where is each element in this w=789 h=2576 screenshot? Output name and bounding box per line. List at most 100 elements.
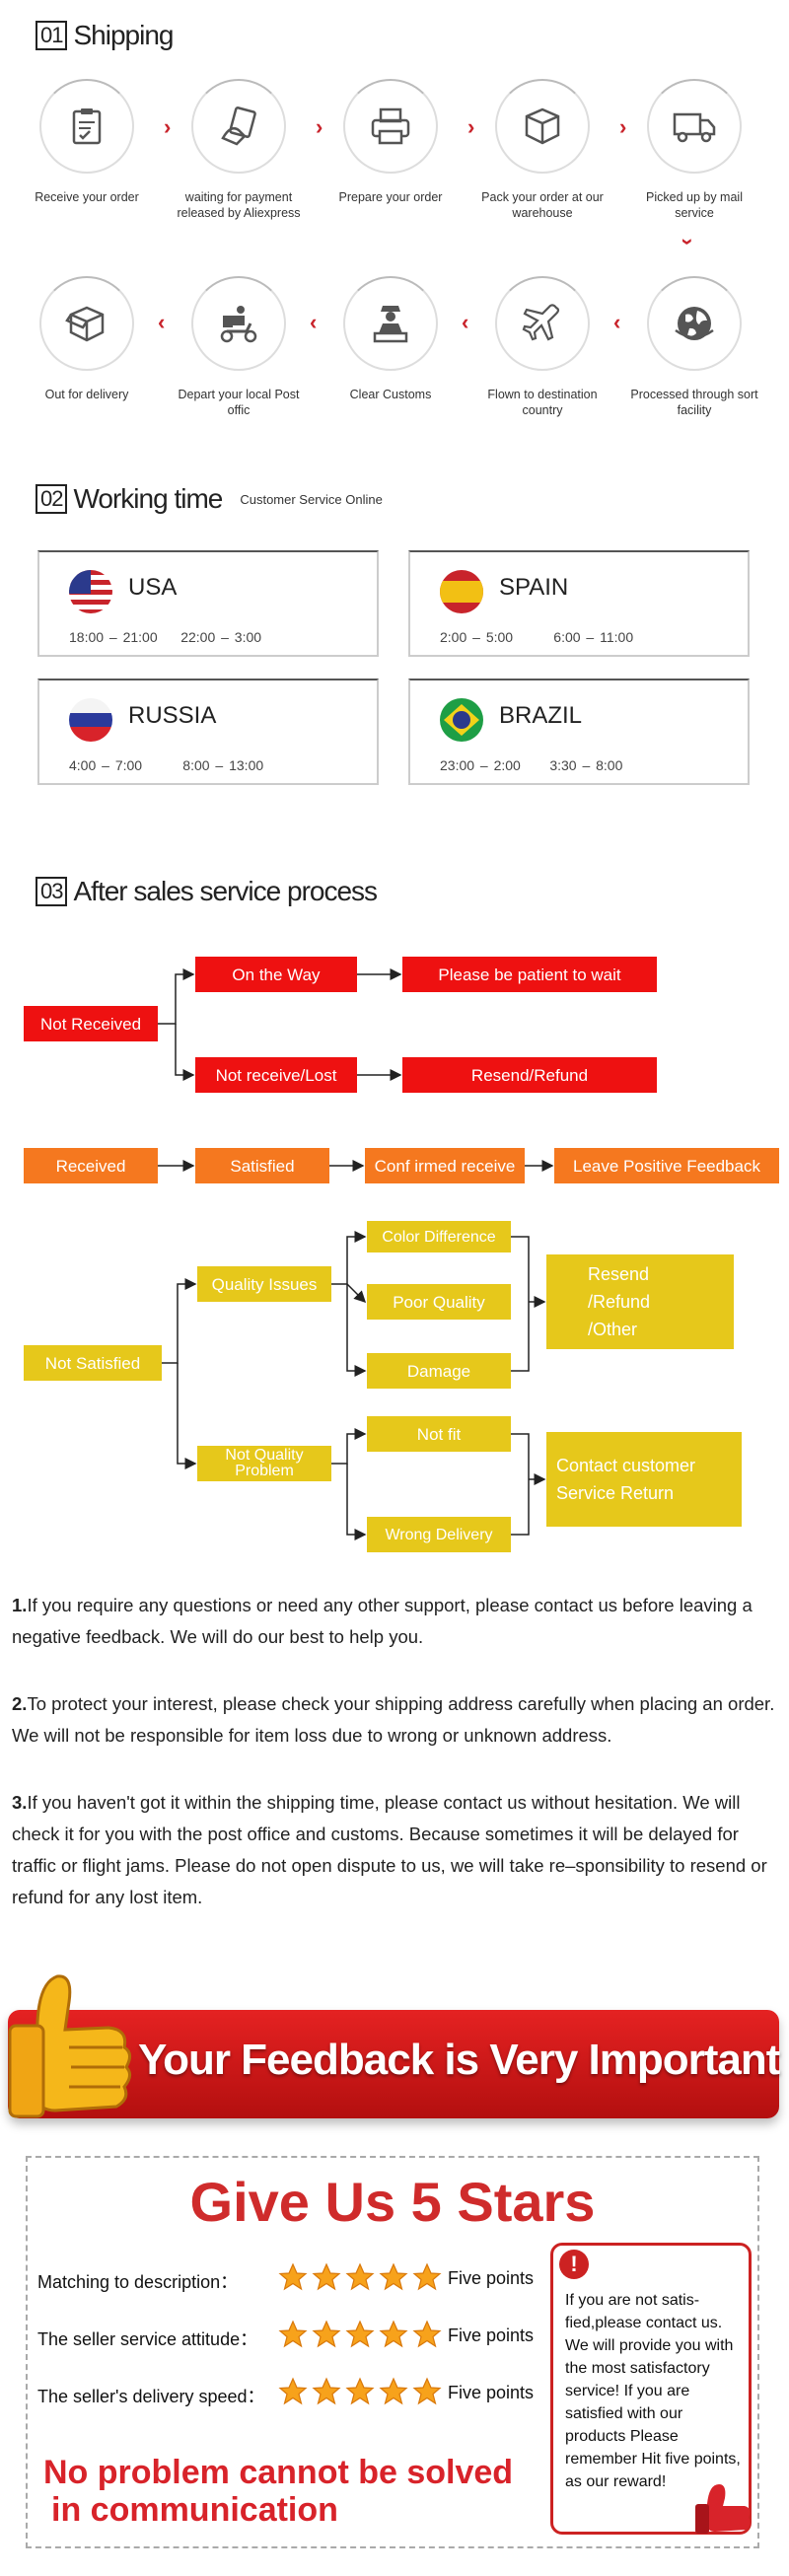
timezone-card-usa: USA 18:00 – 21:00 22:00 – 3:00: [37, 550, 379, 657]
step-out-for-delivery: Out for delivery: [18, 276, 156, 402]
chevron-left-icon: ‹: [613, 310, 621, 334]
step-label: Prepare your order: [338, 190, 443, 204]
flow-received: Received: [24, 1148, 158, 1183]
time-range: 23:00 – 2:00 3:30 – 8:00: [440, 757, 623, 773]
star-icon: [278, 2377, 308, 2405]
flow-not-receive-lost: Not receive/Lost: [195, 1057, 357, 1093]
customs-officer-icon: [373, 306, 408, 343]
step-circle: [647, 79, 742, 174]
chevron-right-icon: ›: [164, 114, 172, 139]
rating-label-service: The seller service attitude：: [37, 2329, 258, 2349]
star-icon: [345, 2320, 375, 2348]
shipping-section-title: 01 Shipping: [36, 20, 174, 51]
chevron-left-icon: ‹: [462, 310, 469, 334]
section-subtitle: Customer Service Online: [240, 491, 383, 507]
step-label: Picked up by mail service: [646, 190, 743, 220]
flow-resend-refund-other: Resend /Refund /Other: [546, 1254, 734, 1349]
step-picked-up: Picked up by mail service: [625, 79, 763, 221]
step-circle: [647, 276, 742, 371]
step-sort-facility: Processed through sort facility: [625, 276, 763, 418]
timezone-card-russia: RUSSIA 4:00 – 7:00 8:00 – 13:00: [37, 679, 379, 785]
star-icon: [412, 2262, 442, 2291]
package-icon: [525, 107, 560, 145]
chevron-right-icon: ›: [316, 114, 323, 139]
country-name: RUSSIA: [128, 702, 217, 729]
payment-hand-icon: [221, 107, 256, 146]
communication-slogan: No problem cannot be solved in communica…: [43, 2454, 514, 2529]
step-circle: [495, 276, 590, 371]
flow-damage: Damage: [367, 1353, 511, 1389]
timezone-card-spain: SPAIN 2:00 – 5:00 6:00 – 11:00: [408, 550, 750, 657]
chevron-right-icon: ›: [467, 114, 475, 139]
star-icon: [312, 2377, 341, 2405]
step-circle: [191, 276, 286, 371]
step-pack-order: Pack your order at our warehouse: [473, 79, 611, 221]
star-rating: [278, 2377, 442, 2406]
time-range: 2:00 – 5:00 6:00 – 11:00: [440, 629, 634, 645]
flowchart-connectors: [158, 968, 554, 1540]
flow-color-difference: Color Difference: [367, 1221, 511, 1252]
alert-icon: !: [559, 2250, 589, 2279]
section-number: 01: [36, 21, 68, 50]
step-label: Receive your order: [35, 190, 139, 204]
flow-not-fit: Not fit: [367, 1416, 511, 1452]
step-label: Clear Customs: [349, 388, 432, 401]
note-1: 1.If you require any questions or need a…: [12, 1595, 753, 1647]
step-label: Out for delivery: [44, 388, 129, 401]
timezone-card-brazil: BRAZIL 23:00 – 2:00 3:30 – 8:00: [408, 679, 750, 785]
star-icon: [379, 2262, 408, 2291]
feedback-banner: Your Feedback is Very Important: [8, 2010, 780, 2118]
printer-icon: [371, 107, 410, 145]
flow-not-received: Not Received: [24, 1006, 158, 1041]
star-icon: [278, 2262, 308, 2291]
flow-quality-issues: Quality Issues: [197, 1266, 331, 1302]
chevron-right-icon: ›: [619, 114, 627, 139]
flow-on-the-way: On the Way: [195, 957, 357, 992]
satisfaction-note: ! If you are not satis-fied,please conta…: [550, 2243, 752, 2535]
step-circle: [39, 276, 134, 371]
step-label: Depart your local Post offic: [178, 388, 300, 417]
step-flown-to-destination: Flown to destination country: [473, 276, 611, 418]
step-label: Pack your order at our warehouse: [481, 190, 604, 220]
chevron-left-icon: ‹: [310, 310, 318, 334]
star-icon: [412, 2377, 442, 2405]
spain-flag-icon: [440, 570, 483, 613]
star-icon: [345, 2377, 375, 2405]
five-stars-panel: Give Us 5 Stars Matching to description：…: [26, 2156, 759, 2548]
flow-contact-service-return: Contact customer Service Return: [546, 1432, 742, 1527]
flow-satisfied: Satisfied: [195, 1148, 329, 1183]
star-icon: [345, 2262, 375, 2291]
open-box-icon: [65, 306, 105, 342]
brazil-flag-icon: [440, 698, 483, 742]
step-circle: [191, 79, 286, 174]
step-prepare-order: Prepare your order: [322, 79, 460, 205]
thumbs-up-icon: [8, 1974, 131, 2118]
step-label: waiting for payment released by Aliexpre…: [177, 190, 301, 220]
usa-flag-icon: [69, 570, 112, 613]
airplane-icon: [522, 304, 560, 341]
star-icon: [412, 2320, 442, 2348]
give-five-stars-title: Give Us 5 Stars: [189, 2171, 596, 2233]
country-name: BRAZIL: [499, 702, 583, 729]
section-number: 03: [36, 877, 68, 906]
step-circle: [495, 79, 590, 174]
rating-label-delivery: The seller's delivery speed：: [37, 2387, 265, 2406]
star-icon: [379, 2320, 408, 2348]
time-range: 18:00 – 21:00 22:00 – 3:00: [69, 629, 262, 645]
chevron-left-icon: ‹: [158, 310, 166, 334]
star-rating: [278, 2262, 442, 2292]
globe-icon: [675, 307, 714, 340]
time-range: 4:00 – 7:00 8:00 – 13:00: [69, 757, 264, 773]
note-2: 2.To protect your interest, please check…: [12, 1693, 775, 1746]
after-sales-section-title: 03 After sales service process: [36, 876, 378, 907]
flow-not-quality-problem: Not Quality Problem: [197, 1446, 331, 1481]
note-3: 3.If you haven't got it within the shipp…: [12, 1792, 767, 1907]
step-circle: [39, 79, 134, 174]
russia-flag-icon: [69, 698, 112, 742]
step-circle: [343, 276, 438, 371]
courier-icon: [220, 306, 257, 343]
section-heading: Shipping: [73, 20, 174, 50]
flow-poor-quality: Poor Quality: [367, 1284, 511, 1320]
clipboard-icon: [72, 108, 102, 145]
rating-points: Five points: [448, 2326, 535, 2345]
